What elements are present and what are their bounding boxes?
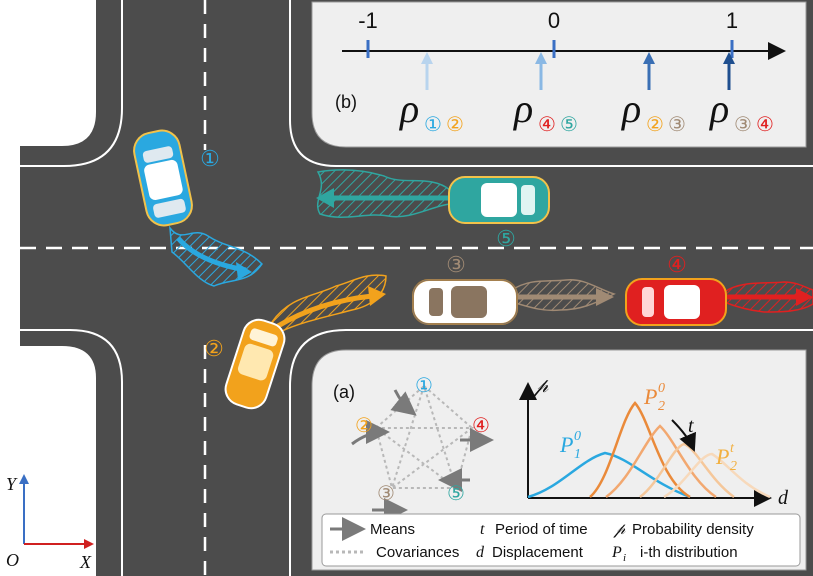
- corner-block-top-left: [0, 0, 96, 146]
- graph-node-5: ⑤: [447, 483, 465, 505]
- time-label: t: [688, 415, 694, 437]
- label-p2t-sub: 2: [730, 459, 737, 474]
- label-p1-sup: 0: [574, 429, 581, 444]
- legend-t-symbol: t: [480, 521, 485, 538]
- car-4: [625, 278, 727, 326]
- x-axis-label: X: [79, 552, 92, 572]
- plot-y-axis-label: 𝓅: [532, 375, 549, 397]
- legend-density-label: Probability density: [632, 521, 754, 538]
- rho-symbol-2-3: ρ: [620, 86, 641, 131]
- curve-p2-mid: [605, 424, 717, 499]
- label-p1-base: P: [559, 432, 573, 457]
- label-p2-base: P: [643, 384, 657, 409]
- rho-pair-3-4-b: ④: [756, 114, 774, 136]
- rho-pair-2-3-b: ③: [668, 114, 686, 136]
- rho-pair-2-3-a: ②: [646, 114, 664, 136]
- rho-symbol-4-5: ρ: [512, 86, 533, 131]
- graph-node-1: ①: [415, 375, 433, 397]
- legend-means-label: Means: [370, 521, 415, 538]
- rho-symbol-1-2: ρ: [398, 86, 419, 131]
- legend-displacement-label: Displacement: [492, 544, 584, 561]
- graph-node-3: ③: [377, 483, 395, 505]
- trajectories: [169, 169, 813, 333]
- panel-a-tag: (a): [333, 382, 355, 402]
- curve-p1-0: [527, 451, 691, 499]
- legend-period-label: Period of time: [495, 521, 588, 538]
- tick-label-minus-1: -1: [358, 8, 378, 33]
- label-p1-sub: 1: [574, 447, 581, 462]
- car-label-4: ④: [667, 252, 687, 277]
- tick-label-0: 0: [548, 8, 560, 33]
- car-label-1: ①: [200, 146, 220, 171]
- label-p2t-sup: t: [730, 441, 735, 456]
- density-plot: 𝓅 d t P 1 0 P 2 0 P 2 t: [519, 375, 789, 509]
- curve-p2-0: [589, 401, 691, 499]
- rho-pair-1-2-b: ②: [446, 114, 464, 136]
- car-1: [133, 129, 193, 227]
- car-3: [412, 279, 518, 325]
- rho-pair-4-5-b: ⑤: [560, 114, 578, 136]
- panel-b-tag: (b): [335, 92, 357, 112]
- label-p2-sub: 2: [658, 399, 665, 414]
- car-label-3: ③: [446, 252, 466, 277]
- legend-pi-symbol: P: [611, 544, 622, 561]
- label-p2-sup: 0: [658, 381, 665, 396]
- car-2: [224, 318, 286, 410]
- origin-label: O: [6, 550, 19, 570]
- rho-pair-1-2-a: ①: [424, 114, 442, 136]
- rho-pair-4-5-a: ④: [538, 114, 556, 136]
- y-axis-label: Y: [6, 474, 18, 494]
- graph-node-4: ④: [472, 415, 490, 437]
- mean-arrows-graph: [351, 389, 494, 522]
- legend-pi-sub: i: [623, 552, 626, 564]
- rho-symbol-3-4: ρ: [708, 86, 729, 131]
- plot-x-axis-label: d: [778, 487, 789, 509]
- car-label-5: ⑤: [496, 226, 516, 251]
- legend-covariances-label: Covariances: [376, 544, 459, 561]
- legend-p-symbol: 𝓅: [613, 521, 626, 538]
- rho-pair-3-4-a: ③: [734, 114, 752, 136]
- panel-b-correlation: -1 0 1 (b) ρ ① ② ρ ④ ⑤ ρ ② ③ ρ ③ ④: [311, 1, 807, 148]
- tick-label-1: 1: [726, 8, 738, 33]
- coordinate-axes: Y X O: [0, 470, 96, 576]
- curve-p2-t: [663, 452, 771, 499]
- legend-distribution-label: i-th distribution: [640, 544, 738, 561]
- legend-d-symbol: d: [476, 544, 485, 561]
- car-label-2: ②: [204, 336, 224, 361]
- label-p2t-base: P: [715, 444, 729, 469]
- mean-arrow-car-2: [276, 293, 373, 329]
- car-5: [448, 176, 550, 224]
- panel-a-distributions: (a) ① ② ③ ④ ⑤ 𝓅 d: [311, 349, 807, 571]
- graph-node-2: ②: [355, 415, 373, 437]
- legend: Means Covariances t Period of time d Dis…: [321, 513, 801, 567]
- time-arrow: [671, 419, 696, 452]
